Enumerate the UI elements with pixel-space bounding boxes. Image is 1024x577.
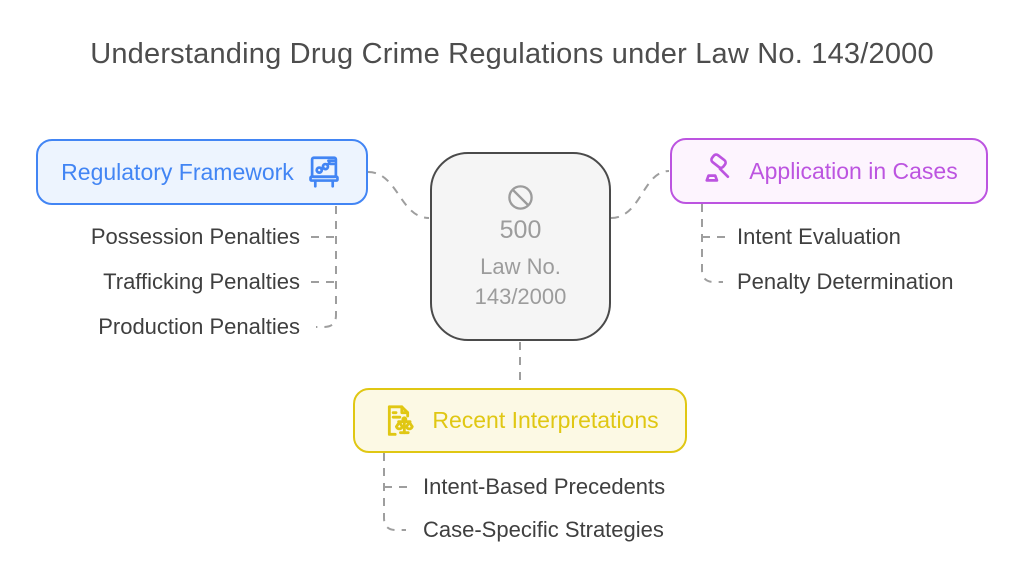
center-label-line1: Law No. [480, 254, 561, 280]
center-node-label: Law No. 143/2000 [475, 252, 567, 310]
connector-interpretations-branch-line [383, 453, 406, 531]
item-penalty-determination: Penalty Determination [737, 269, 954, 294]
node-regulatory-framework: Regulatory Framework [36, 139, 368, 205]
item-production-penalties: Production Penalties [98, 314, 300, 339]
framework-board-icon [309, 156, 339, 188]
connector-regulatory-to-center [367, 171, 430, 219]
center-node: 500 Law No. 143/2000 [430, 152, 611, 341]
diagram-title: Understanding Drug Crime Regulations und… [90, 38, 934, 70]
node-interpretations-label: Recent Interpretations [432, 407, 659, 433]
item-intent-based-precedents: Intent-Based Precedents [423, 474, 666, 499]
item-trafficking-penalties: Trafficking Penalties [103, 269, 300, 294]
node-recent-interpretations: Recent Interpretations [353, 388, 687, 453]
center-error-code: 500 [499, 216, 542, 245]
item-case-specific-strategies: Case-Specific Strategies [423, 517, 664, 542]
center-label-line2: 143/2000 [474, 283, 567, 309]
item-possession-penalties: Possession Penalties [90, 224, 300, 249]
item-intent-evaluation: Intent Evaluation [737, 224, 901, 249]
connector-center-to-application [610, 170, 670, 219]
gavel-icon [705, 153, 730, 182]
node-application-in-cases: Application in Cases [670, 138, 988, 204]
connector-regulatory-branch-line [316, 206, 337, 328]
document-scales-icon [388, 404, 414, 436]
blocked-icon [508, 185, 533, 211]
node-application-label: Application in Cases [749, 157, 958, 184]
connector-application-branch-line [701, 204, 723, 283]
node-regulatory-label: Regulatory Framework [61, 158, 294, 185]
